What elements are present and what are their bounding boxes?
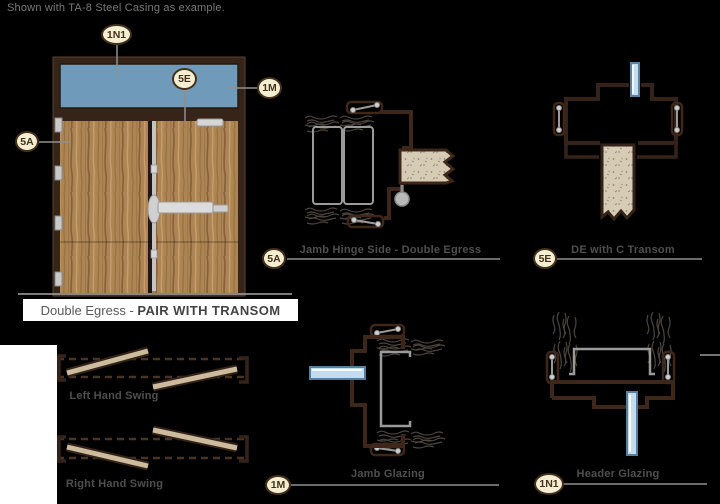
jamb-glazing-detail	[309, 323, 446, 457]
wall-section	[398, 148, 456, 185]
white-margin	[0, 345, 57, 504]
frame-anchor	[345, 100, 385, 229]
transom-glass	[59, 63, 239, 109]
callout-5a-detail: 5A	[262, 248, 286, 269]
callout-5e-detail: 5E	[533, 248, 557, 269]
label-de-transom: DE with C Transom	[571, 244, 675, 256]
caption-note: Shown with TA-8 Steel Casing as example.	[7, 2, 225, 14]
callout-5a-elevation: 5A	[15, 131, 39, 152]
jamb-brackets	[57, 354, 249, 463]
frame-anchor	[545, 350, 676, 385]
callout-1n1-elevation: 1N1	[101, 24, 132, 45]
hinges	[54, 117, 63, 287]
callout-1m-elevation: 1M	[257, 77, 282, 99]
casing-profile	[381, 110, 413, 150]
label-right-swing: Right Hand Swing	[65, 478, 164, 490]
title-prefix: Double Egress -	[40, 302, 138, 318]
header-profile	[550, 380, 675, 409]
header-glazing-detail	[545, 311, 720, 456]
door-leaf-section	[343, 126, 374, 205]
transom-bar-profile	[564, 83, 678, 145]
wall-texture	[304, 115, 375, 225]
label-underlines	[287, 258, 707, 486]
glass-section	[309, 366, 366, 380]
wall-texture	[552, 311, 672, 373]
door-leaves	[65, 346, 238, 471]
leader-lines	[39, 45, 258, 143]
callout-1m-detail: 1M	[265, 475, 291, 495]
jamb-hinge-detail	[304, 100, 456, 229]
label-left-swing: Left Hand Swing	[69, 390, 159, 402]
stud-channel	[569, 347, 655, 376]
label-header-glazing: Header Glazing	[576, 468, 660, 480]
de-transom-detail	[552, 62, 684, 222]
page-title: Double Egress - PAIR WITH TRANSOM	[23, 299, 298, 321]
swing-diagrams	[57, 346, 249, 471]
title-emphasis: PAIR WITH TRANSOM	[137, 302, 281, 318]
jamb-profile	[350, 335, 405, 448]
push-bar	[157, 201, 214, 214]
stud-channel	[379, 350, 412, 428]
door-leaf-section	[312, 126, 343, 205]
callout-5e-elevation: 5E	[172, 68, 197, 90]
label-jamb-glazing: Jamb Glazing	[351, 468, 425, 480]
hinge-barrel	[394, 191, 410, 207]
door-elevation	[18, 45, 292, 297]
door-section	[600, 143, 636, 222]
glass-section	[626, 391, 638, 456]
transom-glass-section	[630, 62, 640, 97]
door-closer	[196, 118, 224, 127]
label-jamb-hinge: Jamb Hinge Side - Double Egress	[299, 244, 482, 256]
frame-anchor	[552, 101, 684, 137]
callout-1n1-detail: 1N1	[534, 473, 564, 495]
